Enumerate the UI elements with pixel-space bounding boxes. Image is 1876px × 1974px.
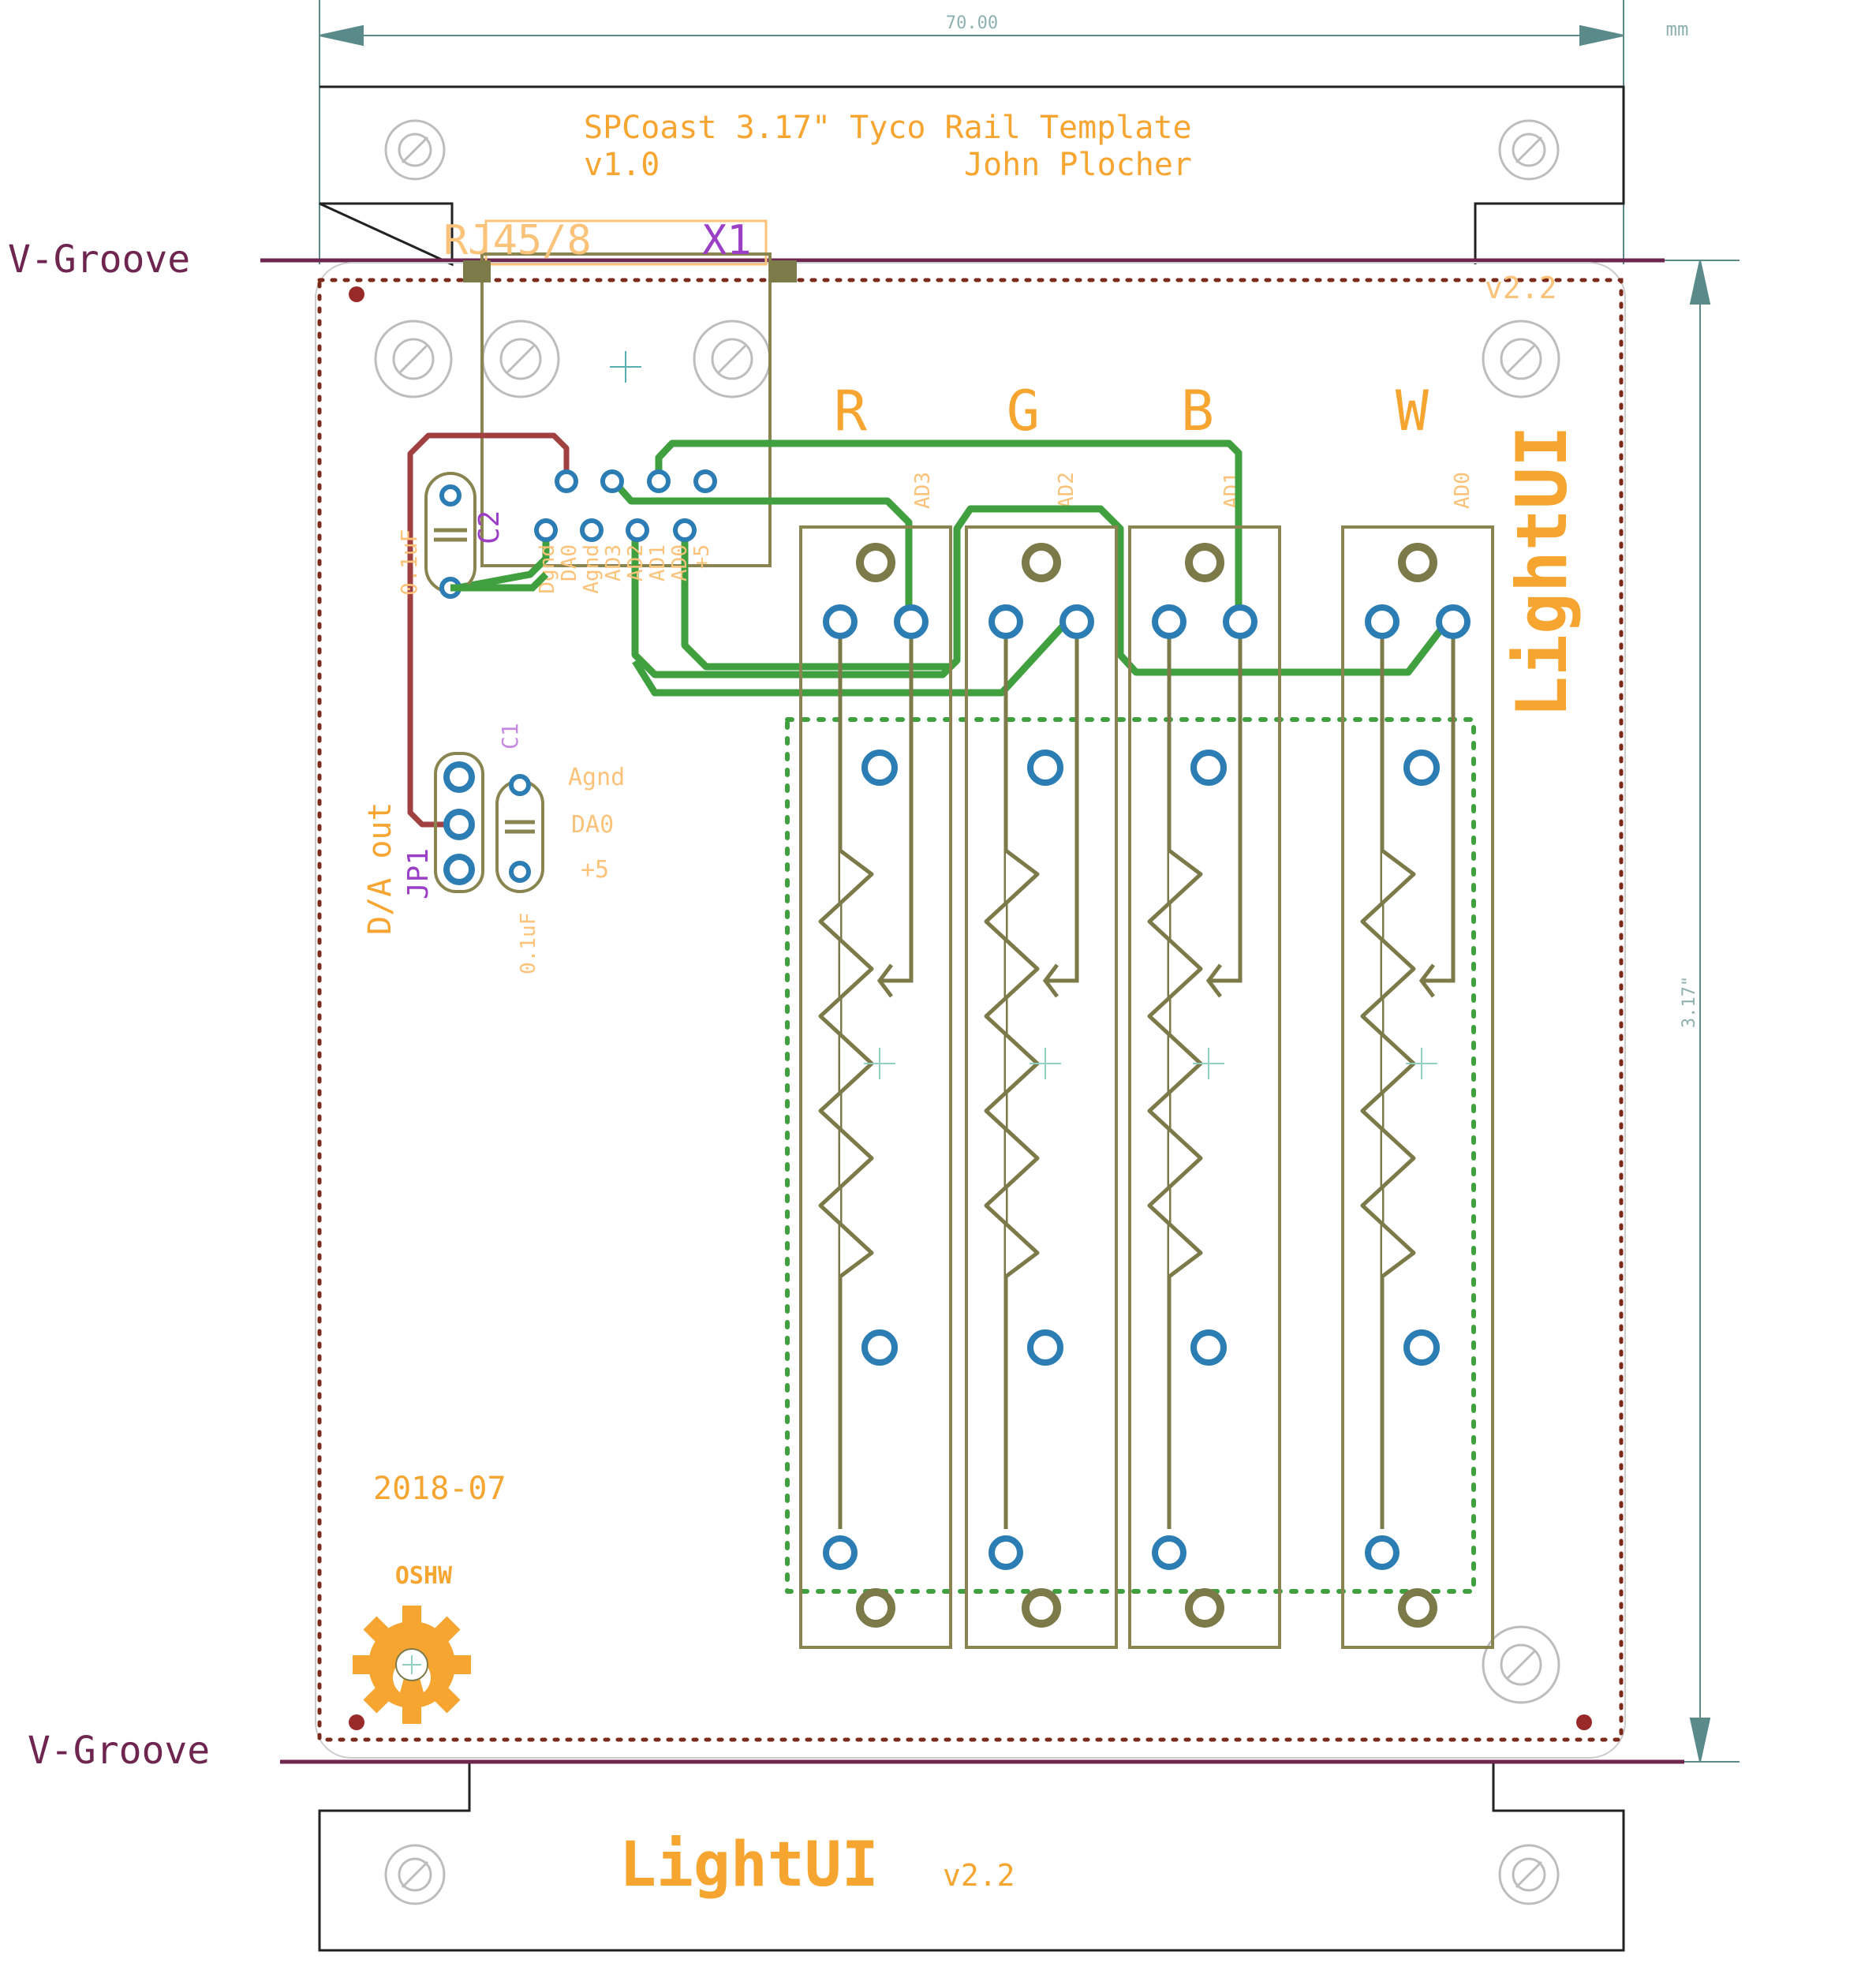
mounting-hole [1498,1844,1560,1905]
connector-pin-labels: Dgnd DA0 Agnd AD3 AD2 AD1 AD0 +5 [536,544,714,594]
assembly-area [785,717,1476,1594]
channel-g-signal: AD2 [1055,472,1078,509]
pin-label: +5 [690,544,714,569]
units-label: mm [1666,18,1689,40]
mounting-hole [1482,1625,1560,1704]
footer-version: v2.2 [943,1858,1015,1893]
c2-name: C2 [473,510,506,544]
jp1-name: JP1 [402,848,435,899]
connector-name: X1 [702,217,752,264]
mounting-hole [1498,119,1560,181]
bottom-copper-traces [457,439,1476,1594]
c2-value: 0.1uF [396,529,422,596]
date-label: 2018-07 [373,1471,506,1507]
oshw-gear-icon [353,1606,471,1724]
channel-r-signal: AD3 [911,472,935,509]
height-dimension [1657,260,1740,1763]
board-outline [315,262,1626,1759]
template-version: v1.0 [584,147,660,183]
fiducials [349,286,1592,1730]
template-author: John Plocher [964,147,1192,183]
template-title: SPCoast 3.17" Tyco Rail Template [584,110,1192,146]
connector-value: RJ45/8 [443,217,592,264]
c1-name: C1 [497,723,523,750]
top-rail-outline [319,85,1625,267]
jp1-pin-da0: DA0 [571,811,614,839]
mounting-hole [481,320,560,398]
pin-label: DA0 [558,544,581,581]
channel-r-label: R [834,379,868,443]
channel-w-label: W [1396,379,1429,443]
pin-label: AD0 [668,544,692,581]
v-groove-lines [260,258,1684,1764]
pin-label: Dgnd [536,544,559,594]
jp1-pin-5v: +5 [581,856,609,884]
board-version: v2.2 [1485,271,1557,305]
channel-w-signal: AD0 [1451,472,1474,509]
jumper-jp1 [434,752,484,893]
pin-label: AD2 [624,544,648,581]
top-copper-trace [407,432,570,828]
mounting-holes [374,119,1560,1905]
mounting-hole [693,320,772,398]
height-dimension-value: 3.17" [1680,976,1699,1028]
channel-g-label: G [1007,379,1040,443]
footer-board-name: LightUI [619,1830,879,1901]
pin-label: AD3 [602,544,626,581]
pin-label: AD1 [646,544,670,581]
width-dimension [319,0,1624,264]
bottom-rail-outline [318,1762,1625,1952]
mounting-hole [384,119,446,181]
board-keepout [317,278,1624,1742]
board-name-vertical: LightUI [1501,425,1583,718]
mounting-hole [1482,320,1560,398]
pin-label: Agnd [580,544,604,594]
mounting-hole [384,1844,446,1905]
jp1-label: D/A out [362,802,398,935]
jp1-pin-agnd: Agnd [568,764,625,791]
rj45-connector [463,219,797,567]
mounting-hole [374,320,453,398]
oshw-label: OSHW [395,1562,453,1590]
header-pads [534,469,717,542]
c1-value: 0.1uF [517,913,540,974]
v-groove-bottom-label: V-Groove [28,1729,210,1773]
width-dimension-value: 70.00 [946,13,998,33]
capacitor-c1 [495,774,544,893]
slide-pot-b [1130,527,1280,1647]
channel-b-label: B [1181,379,1214,443]
v-groove-top-label: V-Groove [8,237,190,282]
slide-pot-w [1343,527,1493,1647]
capacitor-c2 [424,472,549,599]
